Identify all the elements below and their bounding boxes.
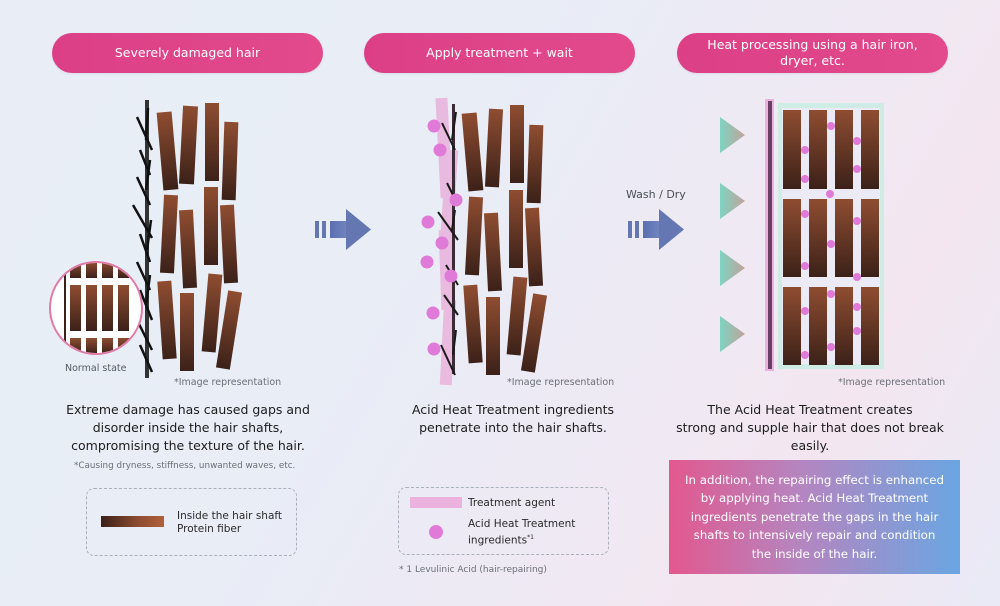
wash-dry-label: Wash / Dry bbox=[626, 188, 686, 201]
step-2-footnote: * 1 Levulinic Acid (hair-repairing) bbox=[399, 565, 547, 575]
protein-fiber bbox=[483, 212, 503, 292]
legend-label-ingredients-line2: ingredients*1 bbox=[468, 531, 534, 548]
protein-fiber bbox=[461, 112, 484, 192]
heat-triangles bbox=[720, 117, 745, 352]
legend-label-treatment-agent: Treatment agent bbox=[468, 497, 556, 509]
protein-fiber bbox=[526, 124, 544, 204]
step-3-title: Heat processing using a hair iron, dryer… bbox=[677, 33, 948, 73]
step-2-title: Apply treatment + wait bbox=[364, 33, 635, 73]
heat-icon bbox=[720, 183, 745, 219]
step-3-caption-line2: strong and supple hair that does not bre… bbox=[676, 420, 944, 453]
step-1-caption: Extreme damage has caused gaps and disor… bbox=[66, 402, 310, 453]
step-2-caption: Acid Heat Treatment ingredients penetrat… bbox=[411, 402, 615, 435]
footnote-marker: *1 bbox=[527, 534, 534, 541]
protein-fiber bbox=[509, 190, 523, 268]
heat-icon bbox=[720, 117, 745, 153]
treatment-agent-swatch bbox=[410, 497, 462, 508]
step-1-title-text: Severely damaged hair bbox=[114, 45, 261, 61]
heat-icon bbox=[720, 250, 745, 286]
callout-text: In addition, the repairing effect is enh… bbox=[685, 472, 944, 561]
protein-fiber bbox=[506, 276, 528, 356]
step-1-title: Severely damaged hair bbox=[52, 33, 323, 73]
ingredients-word: ingredients bbox=[468, 534, 528, 547]
heat-icon bbox=[720, 316, 745, 352]
disordered-protein-fibers bbox=[156, 103, 243, 371]
step-2-title-text: Apply treatment + wait bbox=[426, 45, 573, 61]
protein-fiber bbox=[157, 280, 177, 360]
protein-fiber bbox=[159, 194, 179, 274]
legend-treatment: Treatment agent Acid Heat Treatment ingr… bbox=[398, 487, 609, 555]
image-representation-note-2: *Image representation bbox=[507, 377, 615, 388]
protein-fiber bbox=[463, 284, 483, 364]
legend-label-inside-shaft: Inside the hair shaft bbox=[177, 510, 283, 522]
damaged-cuticle bbox=[131, 100, 154, 378]
protein-fiber bbox=[464, 196, 484, 276]
protein-fiber bbox=[178, 105, 199, 185]
ingredient-dots bbox=[801, 122, 861, 359]
protein-fiber bbox=[180, 293, 194, 371]
repaired-hair-illustration bbox=[720, 99, 884, 371]
protein-fiber bbox=[524, 207, 544, 287]
normal-state-inset bbox=[49, 261, 143, 355]
legend-label-ingredients-line1: Acid Heat Treatment bbox=[468, 518, 576, 530]
image-representation-note-3: *Image representation bbox=[838, 377, 946, 388]
arrow-right-icon bbox=[315, 209, 371, 250]
treatment-illustration bbox=[420, 97, 548, 386]
legend-label-protein-fiber: Protein fiber bbox=[177, 523, 242, 535]
step-3-caption-line1: The Acid Heat Treatment creates bbox=[707, 402, 913, 417]
protein-fiber bbox=[486, 297, 500, 375]
protein-fiber bbox=[520, 293, 548, 373]
protein-fiber bbox=[221, 121, 239, 201]
protein-fiber-swatch bbox=[101, 516, 164, 527]
protein-fiber bbox=[205, 103, 219, 181]
heat-effect-callout: In addition, the repairing effect is enh… bbox=[669, 460, 960, 574]
step-1-footnote: *Causing dryness, stiffness, unwanted wa… bbox=[74, 461, 296, 471]
ingredient-dots bbox=[420, 119, 463, 356]
aligned-protein-fibers bbox=[783, 110, 879, 365]
protein-fiber bbox=[219, 204, 239, 284]
protein-fiber bbox=[178, 209, 198, 289]
protein-fiber bbox=[156, 111, 179, 191]
protein-fiber bbox=[215, 290, 243, 370]
arrow-right-icon bbox=[628, 209, 684, 250]
protein-fiber bbox=[201, 273, 223, 353]
legend-protein-fiber: Inside the hair shaft Protein fiber bbox=[86, 488, 297, 556]
protein-fiber bbox=[484, 108, 504, 188]
image-representation-note-1: *Image representation bbox=[174, 377, 282, 388]
protein-fiber bbox=[204, 187, 218, 265]
step-3-title-text: Heat processing using a hair iron, dryer… bbox=[707, 37, 918, 68]
normal-state-label: Normal state bbox=[65, 363, 127, 374]
ingredient-dot-icon bbox=[429, 525, 443, 539]
protein-fiber bbox=[510, 105, 524, 183]
